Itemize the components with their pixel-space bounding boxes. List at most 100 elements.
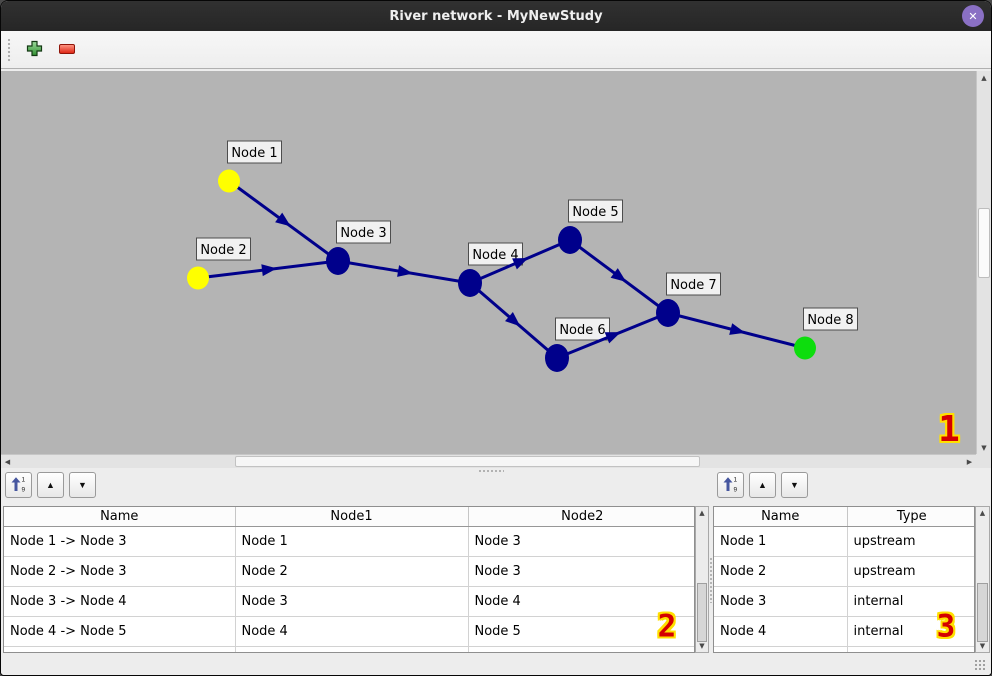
network-node-node-4[interactable] (458, 269, 482, 297)
network-node-node-3[interactable] (326, 247, 350, 275)
table-cell (714, 646, 848, 652)
table-cell[interactable]: Node 4 (468, 586, 694, 617)
vertical-scroll-thumb[interactable] (978, 208, 990, 278)
nodes-toolbar: 1 9 ▲ ▼ (717, 472, 808, 500)
column-header-type[interactable]: Type (847, 507, 974, 527)
table-cell[interactable]: Node 3 (468, 526, 694, 557)
scroll-left-icon[interactable]: ◀ (4, 457, 11, 466)
table-cell (468, 646, 694, 652)
table-cell[interactable]: Node 1 (235, 526, 469, 557)
table-cell[interactable]: Node 1 (714, 526, 848, 557)
scroll-up-icon[interactable]: ▲ (981, 73, 987, 82)
toolbar-drag-handle[interactable] (7, 37, 12, 62)
table-cell[interactable]: Node 5 (468, 616, 694, 647)
table-scroll-thumb[interactable] (977, 583, 988, 642)
plus-icon (26, 40, 43, 60)
network-node-node-6[interactable] (545, 344, 569, 372)
node-label-box (227, 140, 282, 164)
flow-arrow-icon (610, 268, 627, 282)
node-label-box (568, 199, 623, 223)
annotation-3: 3 (936, 608, 956, 645)
move-node-down-button[interactable]: ▼ (781, 472, 808, 498)
table-cell[interactable]: Node 2 (235, 556, 469, 587)
empty-row (4, 646, 694, 652)
table-cell[interactable]: upstream (847, 526, 974, 557)
network-node-node-1[interactable] (218, 169, 240, 193)
main-toolbar (1, 31, 991, 69)
scroll-right-icon[interactable]: ▶ (966, 457, 973, 466)
table-scroll-thumb[interactable] (697, 583, 707, 642)
nodes-table-scrollbar[interactable]: ▲ ▼ (975, 506, 990, 653)
horizontal-scroll-thumb[interactable] (235, 456, 700, 467)
close-icon: ✕ (968, 9, 978, 23)
network-node-node-7[interactable] (656, 299, 680, 327)
table-cell[interactable]: Node 4 (714, 616, 848, 647)
reaches-toolbar: 1 9 ▲ ▼ (5, 472, 96, 500)
node-label-box (196, 237, 251, 261)
minus-icon (59, 42, 75, 57)
table-cell[interactable]: internal (847, 616, 974, 647)
table-cell[interactable]: Node 2 (714, 556, 848, 587)
move-reach-down-button[interactable]: ▼ (69, 472, 96, 498)
node-label-text: Node 4 (472, 248, 518, 263)
table-cell[interactable]: Node 1 -> Node 3 (4, 526, 236, 557)
svg-text:9: 9 (21, 487, 25, 493)
move-reach-up-button[interactable]: ▲ (37, 472, 64, 498)
table-cell[interactable]: Node 4 (235, 616, 469, 647)
node-label-text: Node 7 (670, 278, 716, 293)
remove-button[interactable] (54, 37, 80, 63)
add-button[interactable] (21, 37, 47, 63)
table-cell[interactable]: upstream (847, 556, 974, 587)
node-label-box (555, 317, 610, 341)
table-cell[interactable]: internal (847, 586, 974, 617)
table-cell[interactable]: Node 3 (714, 586, 848, 617)
table-cell (4, 646, 236, 652)
column-header-name[interactable]: Name (4, 507, 236, 527)
titlebar[interactable]: River network - MyNewStudy ✕ (1, 1, 991, 31)
network-node-node-5[interactable] (558, 226, 582, 254)
table-cell[interactable]: Node 3 (468, 556, 694, 587)
node-label: Node 2 (196, 237, 251, 261)
scroll-down-icon[interactable]: ▼ (699, 642, 705, 650)
node-label-text: Node 6 (559, 323, 605, 338)
node-label: Node 1 (227, 140, 282, 164)
window-title: River network - MyNewStudy (389, 8, 603, 24)
column-header-node2[interactable]: Node2 (468, 507, 694, 527)
column-header-name[interactable]: Name (714, 507, 848, 527)
reaches-table-scrollbar[interactable]: ▲ ▼ (695, 506, 709, 653)
node-label: Node 3 (336, 220, 391, 244)
table-cell (235, 646, 469, 652)
table-splitter-handle[interactable] (709, 557, 714, 603)
splitter-handle[interactable] (478, 469, 504, 473)
table-cell[interactable]: Node 2 -> Node 3 (4, 556, 236, 587)
table-cell[interactable]: Node 3 (235, 586, 469, 617)
sort-nodes-button[interactable]: 1 9 (717, 472, 744, 498)
resize-grip[interactable] (974, 659, 987, 672)
scroll-up-icon[interactable]: ▲ (699, 509, 705, 517)
scroll-up-icon[interactable]: ▲ (979, 509, 986, 517)
network-node-node-2[interactable] (187, 266, 209, 290)
scroll-down-icon[interactable]: ▼ (981, 443, 987, 452)
canvas-horizontal-scrollbar[interactable]: ◀ ▶ (1, 454, 976, 468)
table-cell[interactable]: Node 4 -> Node 5 (4, 616, 236, 647)
network-node-node-8[interactable] (794, 336, 816, 360)
table-cell[interactable]: Node 3 -> Node 4 (4, 586, 236, 617)
scroll-down-icon[interactable]: ▼ (979, 642, 986, 650)
column-header-node1[interactable]: Node1 (235, 507, 469, 527)
sort-reaches-button[interactable]: 1 9 (5, 472, 32, 498)
close-button[interactable]: ✕ (962, 5, 984, 27)
move-node-up-button[interactable]: ▲ (749, 472, 776, 498)
canvas-vertical-scrollbar[interactable]: ▲ ▼ (976, 71, 991, 454)
